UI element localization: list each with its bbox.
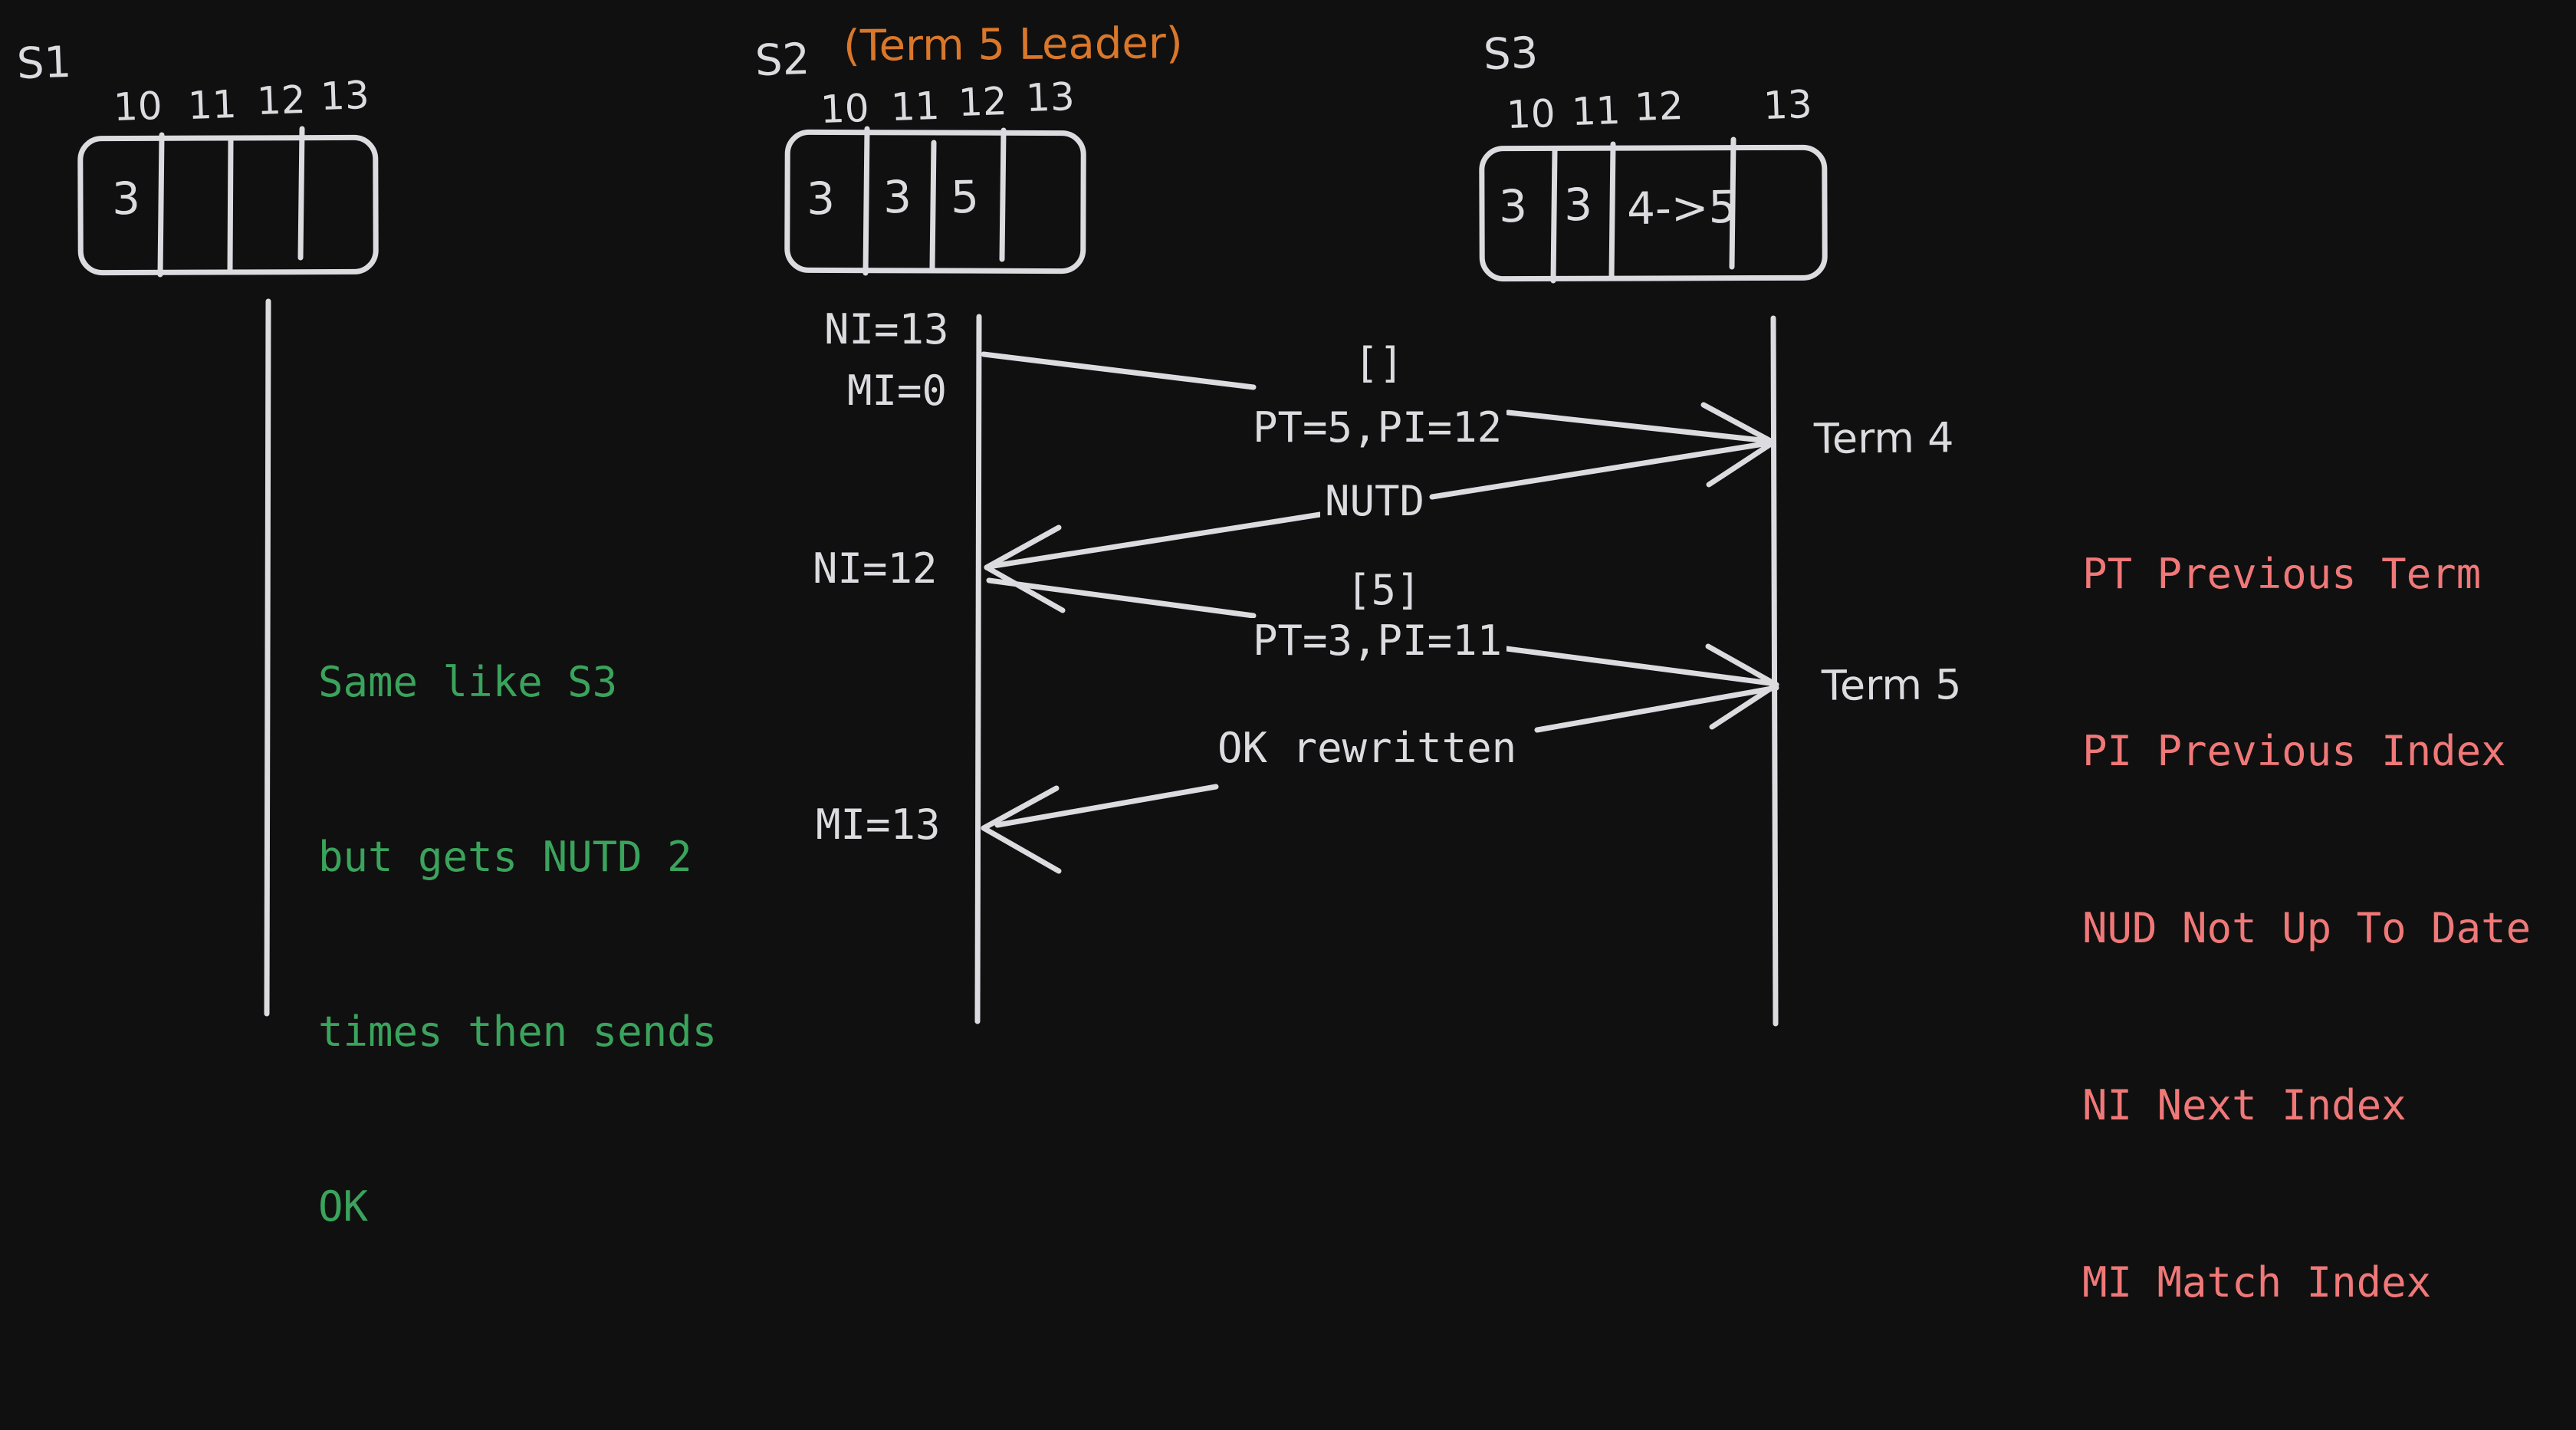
s2-marker-mi13: MI=13: [816, 800, 941, 849]
s2-cell-10: 3: [806, 172, 836, 225]
legend-item-pi: PI Previous Index: [2082, 727, 2506, 775]
s3-cell-11: 3: [1563, 178, 1593, 232]
note-line-3: times then sends: [318, 1008, 718, 1056]
s2-index-11: 11: [889, 83, 941, 130]
s1-title: S1: [15, 37, 73, 90]
legend-item-ni: NI Next Index: [2082, 1081, 2407, 1129]
s2-cell-12: 5: [950, 170, 980, 224]
s3-cell-12: 4->5: [1626, 180, 1737, 235]
legend-item-nud: NUD Not Up To Date: [2082, 904, 2532, 952]
whiteboard-canvas: S1 S2 (Term 5 Leader) S3 10 11 12 13 10 …: [15, 18, 2531, 1307]
arrow-ok-rewritten: [981, 685, 1779, 874]
s3-marker-term4: Term 4: [1813, 413, 1954, 463]
s3-log-box: [1479, 136, 1828, 284]
note-line-4: OK: [318, 1182, 369, 1231]
s2-leader-annotation: (Term 5 Leader): [843, 18, 1183, 71]
s1-index-10: 10: [112, 83, 163, 130]
s2-cell-11: 3: [882, 170, 912, 224]
note-line-1: Same like S3: [318, 658, 618, 706]
s2-lifeline: [974, 314, 982, 1024]
arrow-append-empty: [981, 351, 1776, 488]
s3-lifeline: [1770, 315, 1779, 1027]
s3-index-10: 10: [1505, 90, 1556, 138]
msg1-detail: PT=5,PI=12: [1248, 405, 1507, 450]
s1-note: Same like S3 but gets NUTD 2 times then …: [318, 537, 717, 1353]
s1-index-11: 11: [186, 81, 238, 129]
s3-index-11: 11: [1570, 87, 1622, 135]
note-line-2: but gets NUTD 2: [318, 833, 692, 881]
s1-log-box: [77, 126, 379, 278]
s1-index-12: 12: [255, 77, 307, 124]
diagram-strokes: [77, 126, 1828, 1027]
s3-marker-term5: Term 5: [1821, 660, 1962, 710]
s2-marker-mi0: MI=0: [847, 367, 948, 415]
s3-index-13: 13: [1762, 81, 1813, 129]
s2-log-box: [784, 126, 1086, 276]
msg3-payload: [5]: [1346, 566, 1421, 614]
s2-marker-ni12: NI=12: [813, 544, 938, 593]
s1-lifeline: [264, 298, 271, 1017]
s2-marker-ni13: NI=13: [824, 305, 949, 353]
msg4-ok-label: OK rewritten: [1213, 725, 1522, 771]
s2-index-12: 12: [957, 78, 1008, 126]
msg1-payload: []: [1354, 339, 1405, 387]
s2-title: S2: [754, 34, 811, 87]
arrow-nutd: [984, 439, 1776, 613]
s2-index-10: 10: [819, 85, 870, 133]
s3-title: S3: [1482, 28, 1539, 81]
msg2-nutd-label: NUTD: [1320, 478, 1430, 524]
s1-index-13: 13: [319, 72, 370, 120]
s3-cell-10: 3: [1498, 179, 1528, 233]
legend-item-mi: MI Match Index: [2082, 1258, 2432, 1307]
s2-index-13: 13: [1024, 74, 1076, 121]
abbreviation-legend: PT Previous Term PI Previous Index NUD N…: [2082, 426, 2531, 1430]
legend-item-pt: PT Previous Term: [2082, 550, 2482, 598]
msg3-detail: PT=3,PI=11: [1248, 618, 1507, 663]
s3-index-12: 12: [1633, 83, 1684, 130]
s1-cell-10: 3: [111, 172, 141, 225]
